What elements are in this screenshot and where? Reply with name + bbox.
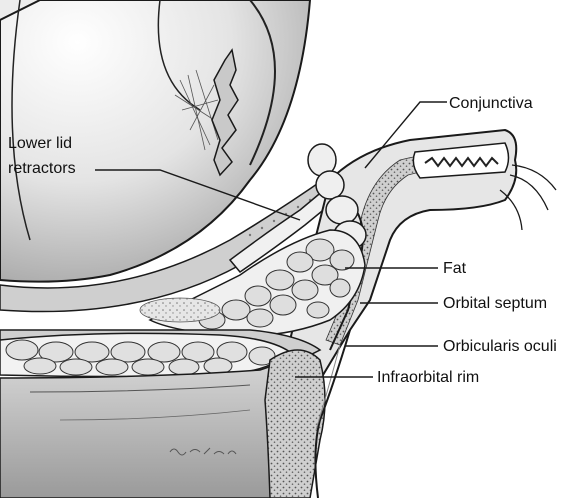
label-lower-lid-line1: Lower lid — [8, 134, 72, 154]
label-infraorbital-rim: Infraorbital rim — [377, 368, 479, 388]
label-lower-lid-line2: retractors — [8, 159, 76, 179]
label-orbicularis-oculi: Orbicularis oculi — [443, 337, 557, 357]
label-conjunctiva: Conjunctiva — [449, 94, 533, 114]
label-orbital-septum: Orbital septum — [443, 294, 547, 314]
label-fat: Fat — [443, 259, 466, 279]
muscle-patch — [140, 298, 220, 322]
